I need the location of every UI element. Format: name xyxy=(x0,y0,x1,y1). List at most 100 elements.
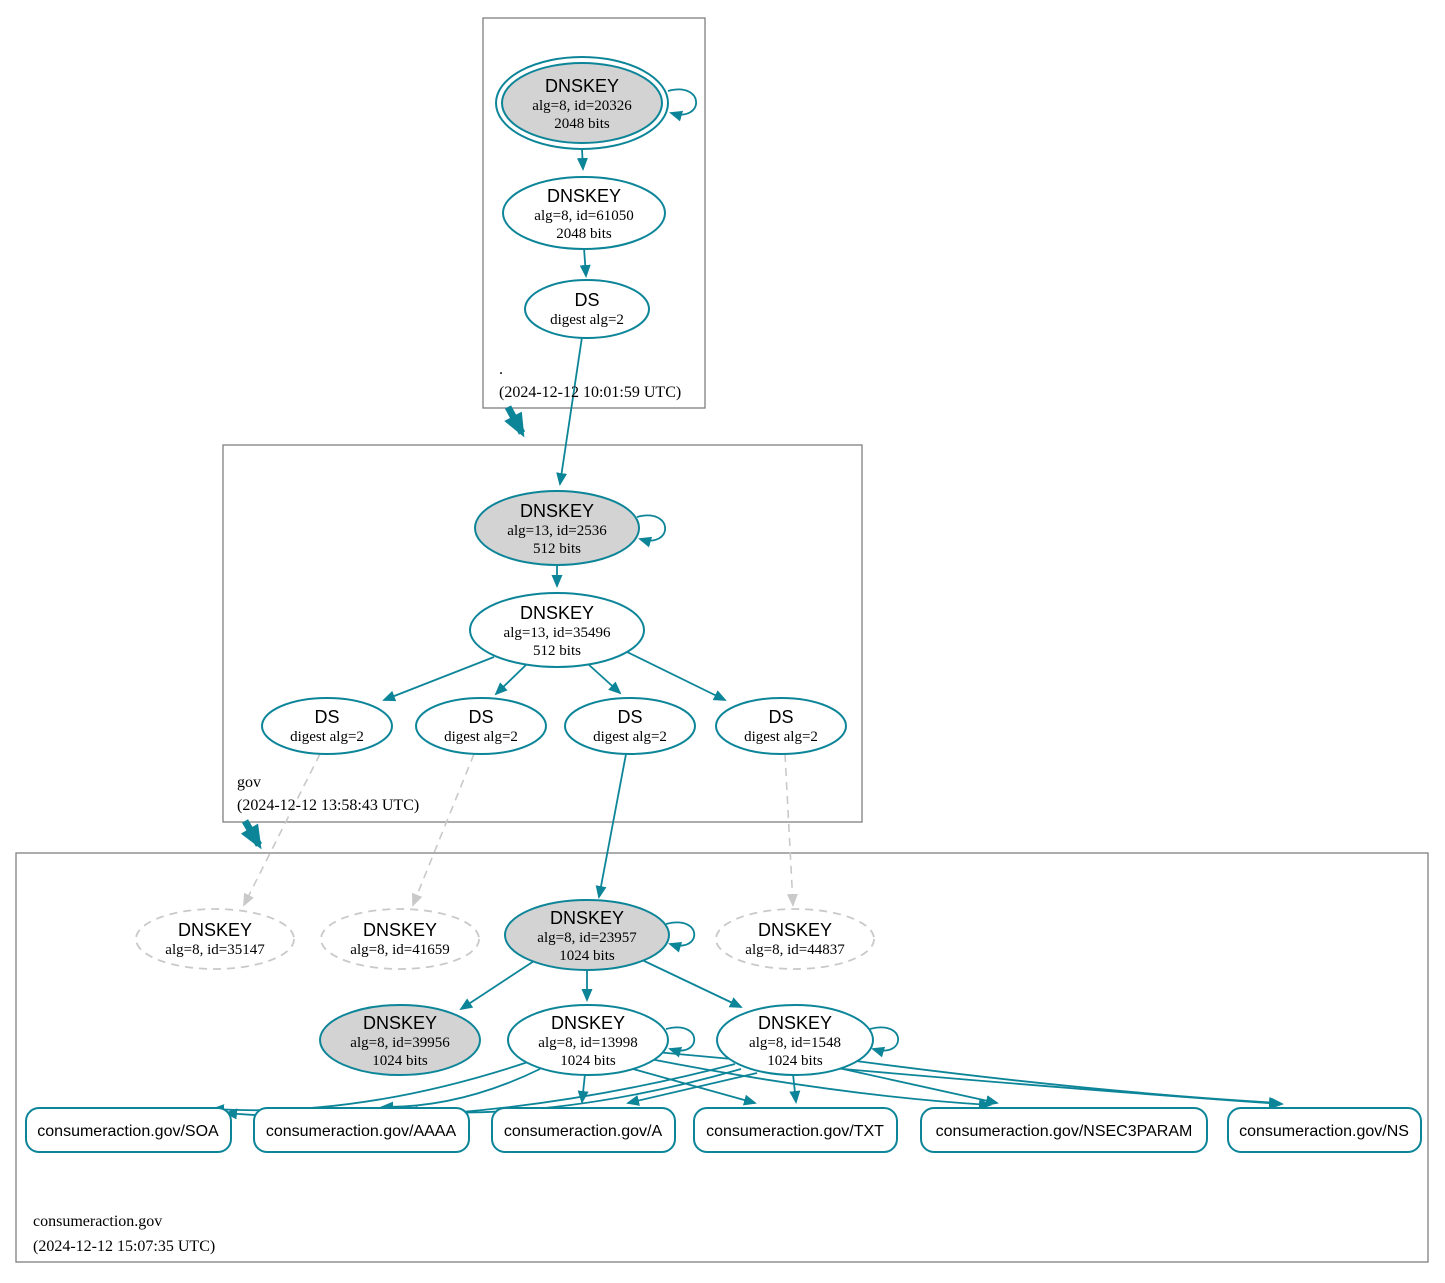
edge-ca-ksk-self-sign xyxy=(665,921,696,953)
missing-dnskey-node-44837: DNSKEY alg=8, id=44837 xyxy=(715,908,875,970)
dnskey-node-23957: DNSKEY alg=8, id=23957 1024 bits xyxy=(504,899,670,971)
edge-13998-to-a xyxy=(577,1073,589,1104)
dnskey-61050-bits: 2048 bits xyxy=(556,226,612,242)
dnskey-1548-title: DNSKEY xyxy=(758,1013,832,1033)
edge-gov-zsk-to-ds1 xyxy=(382,656,495,702)
rrset-node-txt: consumeraction.gov/TXT xyxy=(693,1107,898,1153)
edge-1548-to-a xyxy=(626,1072,758,1106)
edge-ca-ksk-to-zsk-1548 xyxy=(639,958,743,1008)
edge-1548-to-nsec3param xyxy=(842,1068,999,1106)
rrset-nsec3param-label: consumeraction.gov/NSEC3PARAM xyxy=(936,1123,1193,1140)
ds-gov-4-title: DS xyxy=(768,707,793,727)
dnskey-61050-meta: alg=8, id=61050 xyxy=(534,208,633,224)
dnskey-1548-meta: alg=8, id=1548 xyxy=(749,1035,841,1051)
dnskey-node-39956: DNSKEY alg=8, id=39956 1024 bits xyxy=(319,1004,481,1076)
dnskey-35496-bits: 512 bits xyxy=(533,643,581,659)
dnskey-23957-meta: alg=8, id=23957 xyxy=(537,930,637,946)
dnskey-2536-title: DNSKEY xyxy=(520,501,594,521)
edge-gov-ksk-self-sign xyxy=(636,514,666,548)
dnskey-20326-bits: 2048 bits xyxy=(554,116,610,132)
root-zone-label: . xyxy=(499,361,503,378)
consumeraction-zone-label: consumeraction.gov xyxy=(33,1213,162,1230)
edge-root-ksk-to-zsk xyxy=(576,148,588,171)
edge-gov-zsk-to-ds2 xyxy=(494,662,529,696)
dnskey-41659-title: DNSKEY xyxy=(363,920,437,940)
dnskey-39956-meta: alg=8, id=39956 xyxy=(350,1035,450,1051)
dnskey-39956-bits: 1024 bits xyxy=(372,1053,428,1069)
gov-zone-box xyxy=(222,444,863,823)
ds-gov-1-meta: digest alg=2 xyxy=(290,729,364,745)
edge-gov-ds4-to-missing-key-44837 xyxy=(784,753,798,907)
ds-node-gov-4: DS digest alg=2 xyxy=(715,697,847,755)
edge-ca-zsk-13998-self-sign xyxy=(665,1026,696,1058)
rrset-node-soa: consumeraction.gov/SOA xyxy=(25,1107,232,1153)
rrset-aaaa-label: consumeraction.gov/AAAA xyxy=(266,1123,457,1140)
root-zone-box xyxy=(482,17,706,409)
ds-node-gov-2: DS digest alg=2 xyxy=(415,697,547,755)
edge-root-ds-to-gov-ksk xyxy=(556,336,583,486)
missing-dnskey-node-35147: DNSKEY alg=8, id=35147 xyxy=(135,908,295,970)
edge-ca-zsk-1548-self-sign xyxy=(869,1026,899,1058)
edge-13998-to-nsec3param xyxy=(649,1058,992,1110)
dnskey-node-20326: DNSKEY alg=8, id=20326 2048 bits xyxy=(495,56,669,150)
rrset-soa-label: consumeraction.gov/SOA xyxy=(37,1123,219,1140)
edge-1548-to-ns xyxy=(855,1060,1282,1108)
gov-zone-timestamp: (2024-12-12 13:58:43 UTC) xyxy=(237,797,419,814)
dnskey-44837-title: DNSKEY xyxy=(758,920,832,940)
edge-ca-ksk-to-zsk-39956 xyxy=(459,960,535,1011)
edge-gov-ds3-to-consumeraction-ksk xyxy=(595,753,627,899)
dnskey-23957-bits: 1024 bits xyxy=(559,948,615,964)
dnskey-node-13998: DNSKEY alg=8, id=13998 1024 bits xyxy=(507,1004,669,1076)
ds-gov-2-meta: digest alg=2 xyxy=(444,729,518,745)
dnskey-node-1548: DNSKEY alg=8, id=1548 1024 bits xyxy=(716,1004,874,1076)
dnskey-node-35496: DNSKEY alg=13, id=35496 512 bits xyxy=(469,592,645,668)
ds-gov-1-title: DS xyxy=(314,707,339,727)
dnskey-node-61050: DNSKEY alg=8, id=61050 2048 bits xyxy=(502,176,666,250)
rrset-ns-label: consumeraction.gov/NS xyxy=(1239,1123,1409,1140)
edge-1548-to-txt xyxy=(789,1073,801,1104)
rrset-txt-label: consumeraction.gov/TXT xyxy=(706,1123,884,1140)
edge-gov-ds1-to-missing-key-35147 xyxy=(243,753,321,907)
edge-root-ksk-self-sign xyxy=(667,88,697,122)
dnskey-35496-meta: alg=13, id=35496 xyxy=(504,625,611,641)
dnskey-23957-title: DNSKEY xyxy=(550,908,624,928)
dnskey-2536-meta: alg=13, id=2536 xyxy=(507,523,607,539)
edge-13998-to-soa xyxy=(211,1061,529,1116)
missing-dnskey-node-41659: DNSKEY alg=8, id=41659 xyxy=(320,908,480,970)
ds-gov-3-meta: digest alg=2 xyxy=(593,729,667,745)
rrset-node-nsec3param: consumeraction.gov/NSEC3PARAM xyxy=(920,1107,1208,1153)
ds-gov-2-title: DS xyxy=(468,707,493,727)
dnskey-13998-bits: 1024 bits xyxy=(560,1053,616,1069)
ds-node-root: DS digest alg=2 xyxy=(524,279,650,339)
ds-root-title: DS xyxy=(574,290,599,310)
edge-gov-delegation-to-consumeraction xyxy=(240,819,263,850)
ds-root-meta: digest alg=2 xyxy=(550,312,624,328)
rrset-node-a: consumeraction.gov/A xyxy=(491,1107,676,1153)
ds-node-gov-3: DS digest alg=2 xyxy=(564,697,696,755)
dnskey-41659-meta: alg=8, id=41659 xyxy=(350,942,449,958)
edge-13998-to-txt xyxy=(632,1068,757,1106)
edge-13998-to-aaaa xyxy=(380,1068,541,1113)
dnskey-61050-title: DNSKEY xyxy=(547,186,621,206)
dnskey-35147-title: DNSKEY xyxy=(178,920,252,940)
rrset-node-aaaa: consumeraction.gov/AAAA xyxy=(253,1107,470,1153)
dnskey-13998-meta: alg=8, id=13998 xyxy=(538,1035,637,1051)
root-zone-timestamp: (2024-12-12 10:01:59 UTC) xyxy=(499,384,681,401)
dnskey-35147-meta: alg=8, id=35147 xyxy=(165,942,265,958)
dnskey-20326-title: DNSKEY xyxy=(545,76,619,96)
edge-root-zsk-to-ds xyxy=(579,247,591,278)
dnskey-44837-meta: alg=8, id=44837 xyxy=(745,942,845,958)
rrset-node-ns: consumeraction.gov/NS xyxy=(1227,1107,1422,1153)
gov-zone-label: gov xyxy=(237,774,261,791)
rrset-a-label: consumeraction.gov/A xyxy=(504,1123,663,1140)
ds-gov-3-title: DS xyxy=(617,707,642,727)
ds-node-gov-1: DS digest alg=2 xyxy=(261,697,393,755)
edge-gov-ds2-to-missing-key-41659 xyxy=(412,753,475,907)
dnskey-39956-title: DNSKEY xyxy=(363,1013,437,1033)
edge-gov-zsk-to-ds4 xyxy=(622,649,727,701)
consumeraction-zone-box xyxy=(15,852,1429,1263)
edge-root-delegation-to-gov xyxy=(504,405,526,438)
dnskey-13998-title: DNSKEY xyxy=(551,1013,625,1033)
